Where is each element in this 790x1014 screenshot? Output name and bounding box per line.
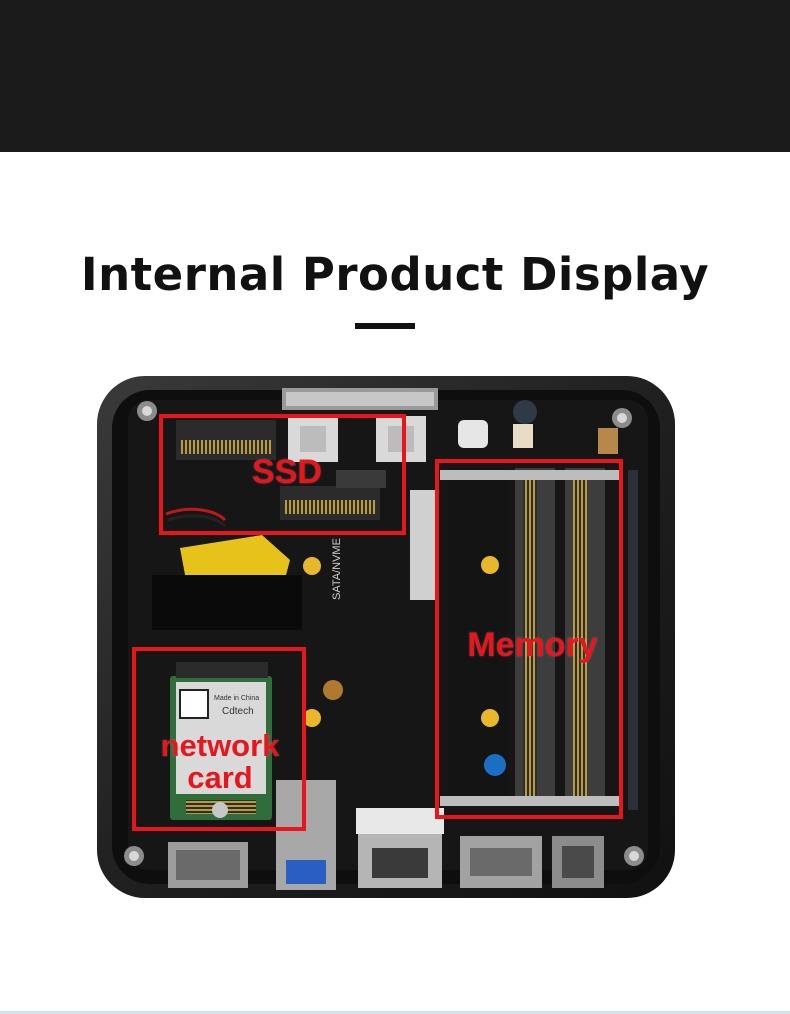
- network-card-label-line1: network: [160, 728, 280, 763]
- top-dark-band: [0, 0, 790, 152]
- network-callout-box: [132, 647, 306, 831]
- ssd-callout-box: [159, 414, 406, 535]
- page-title: Internal Product Display: [80, 248, 710, 301]
- ssd-label: SSD: [252, 453, 322, 491]
- title-underline: [355, 323, 415, 329]
- network-card-label: network card: [140, 730, 300, 794]
- wifi-origin-print: Made in China: [214, 695, 259, 702]
- wifi-brand-print: Cdtech: [222, 706, 254, 717]
- network-card-label-line2: card: [187, 760, 253, 795]
- memory-label: Memory: [467, 626, 598, 664]
- bottom-divider: [0, 1011, 790, 1014]
- slot-silkscreen: SATA/NVME: [331, 538, 343, 600]
- product-photo: Cdtech Made in China SATA/NVME: [0, 360, 790, 920]
- memory-callout-box: [435, 459, 623, 819]
